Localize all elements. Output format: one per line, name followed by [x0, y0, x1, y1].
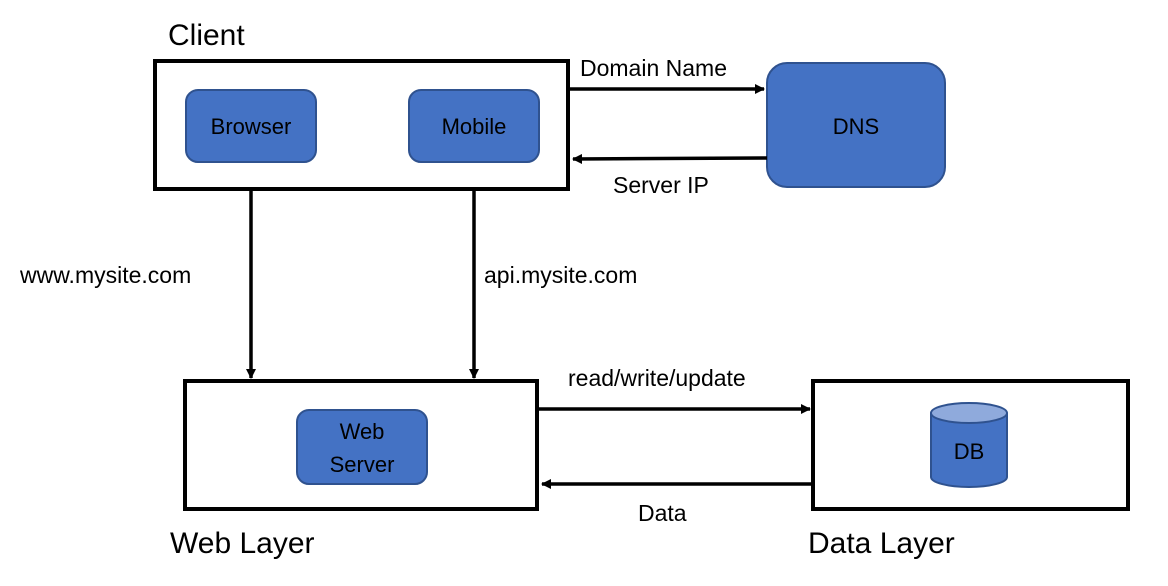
web-layer-title: Web Layer [170, 527, 315, 560]
read-write-update-label: read/write/update [568, 365, 746, 391]
web-server-label-line1: Web [340, 419, 385, 444]
browser-node [185, 89, 317, 163]
db-node [930, 402, 1008, 488]
data-layer-title: Data Layer [808, 527, 955, 560]
mobile-node [408, 89, 540, 163]
db-label: DB [954, 439, 985, 464]
api-label: api.mysite.com [484, 262, 637, 288]
www-label: www.mysite.com [19, 262, 191, 288]
mobile-label: Mobile [442, 114, 507, 139]
dns-label: DNS [833, 114, 879, 139]
dns-node [766, 62, 946, 188]
data-label: Data [638, 500, 687, 526]
server-ip-arrow [572, 153, 768, 164]
domain-name-label: Domain Name [580, 55, 727, 81]
web-server-label-line2: Server [330, 452, 395, 477]
server-ip-label: Server IP [613, 172, 709, 198]
browser-label: Browser [211, 114, 292, 139]
web-server-node [296, 409, 428, 485]
client-group-title: Client [168, 19, 245, 52]
